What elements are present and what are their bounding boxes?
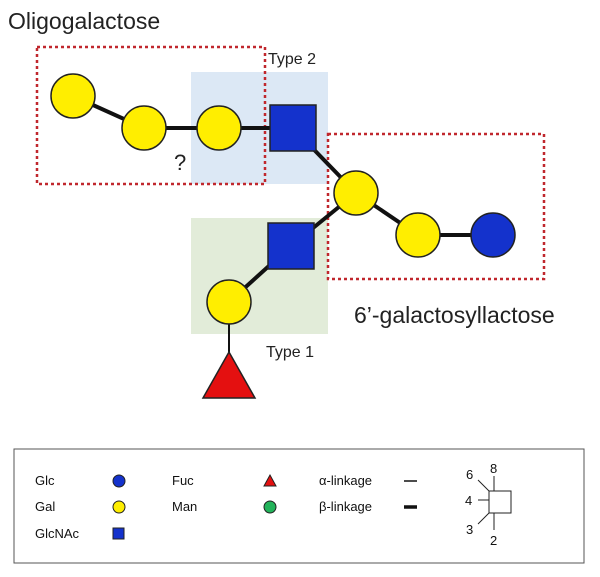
- type1-label: Type 1: [266, 344, 314, 361]
- oligogalactose-box: [35, 45, 267, 186]
- position-4-label: 4: [465, 493, 472, 508]
- gal-circle: [121, 105, 167, 151]
- glcnac-square: [267, 222, 315, 270]
- fuc-legend-icon: [263, 473, 277, 487]
- glc-legend-icon: [112, 474, 126, 488]
- unknown-linkage-label: ?: [174, 150, 186, 175]
- title-label: Oligogalactose: [8, 8, 160, 34]
- galactosyllactose-label: 6’-galactosyllactose: [354, 302, 555, 328]
- position-key-square: [488, 490, 512, 514]
- type2-label: Type 2: [268, 51, 316, 68]
- legend-gal-label: Gal: [35, 499, 55, 514]
- legend: Glc Gal GlcNAc Fuc Man α-linkage β-linka…: [13, 448, 585, 564]
- fuc-triangle: [201, 350, 257, 399]
- legend-alpha-label: α-linkage: [319, 473, 372, 488]
- glc-circle: [470, 212, 516, 258]
- position-8-label: 8: [490, 461, 497, 476]
- gal-circle: [333, 170, 379, 216]
- legend-fuc-label: Fuc: [172, 473, 194, 488]
- gal-circle: [196, 105, 242, 151]
- position-line-6: [477, 479, 490, 492]
- glcnac-legend-icon: [112, 527, 125, 540]
- glcnac-square: [269, 104, 317, 152]
- legend-glcnac-label: GlcNAc: [35, 526, 80, 541]
- position-line-3: [477, 512, 490, 525]
- gal-circle: [395, 212, 441, 258]
- gal-circle: [50, 73, 96, 119]
- legend-man-label: Man: [172, 499, 197, 514]
- legend-glc-label: Glc: [35, 473, 55, 488]
- position-3-label: 3: [466, 522, 473, 537]
- position-6-label: 6: [466, 467, 473, 482]
- gal-circle: [206, 279, 252, 325]
- galactosyllactose-box: [326, 132, 546, 281]
- man-legend-icon: [263, 500, 277, 514]
- legend-beta-label: β-linkage: [319, 499, 372, 514]
- position-2-label: 2: [490, 533, 497, 548]
- gal-legend-icon: [112, 500, 126, 514]
